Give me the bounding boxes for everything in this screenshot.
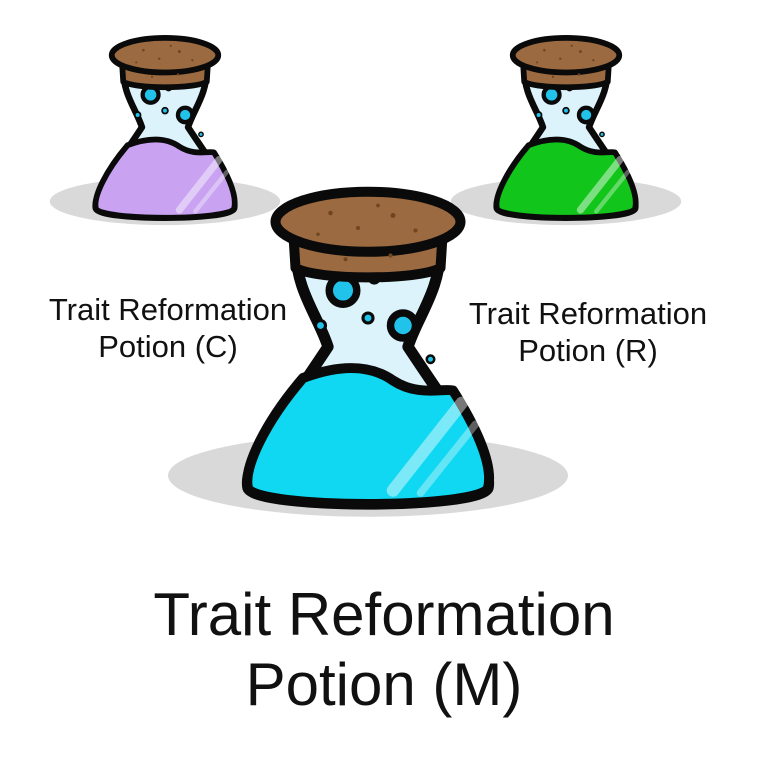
potion-c-flask-icon <box>49 35 281 226</box>
potion-c-label-line2: Potion (C) <box>98 329 238 365</box>
potion-r-flask-icon <box>450 35 682 226</box>
potion-m-flask-icon <box>168 186 568 517</box>
potion-m-label: Trait Reformation Potion (M) <box>60 580 708 719</box>
potion-r-label: Trait Reformation Potion (R) <box>438 295 738 369</box>
potion-r-flask-graphic <box>450 35 682 226</box>
potion-c-label: Trait Reformation Potion (C) <box>18 291 318 365</box>
potion-c-flask-graphic <box>49 35 281 226</box>
potion-m-flask-graphic <box>168 186 568 517</box>
potion-r-label-line2: Potion (R) <box>518 333 658 369</box>
potion-r-label-line1: Trait Reformation <box>468 296 708 331</box>
potion-m-label-line2: Potion (M) <box>245 650 523 718</box>
potion-m-label-line1: Trait Reformation <box>153 581 615 648</box>
potion-c-label-line1: Trait Reformation <box>48 292 288 327</box>
